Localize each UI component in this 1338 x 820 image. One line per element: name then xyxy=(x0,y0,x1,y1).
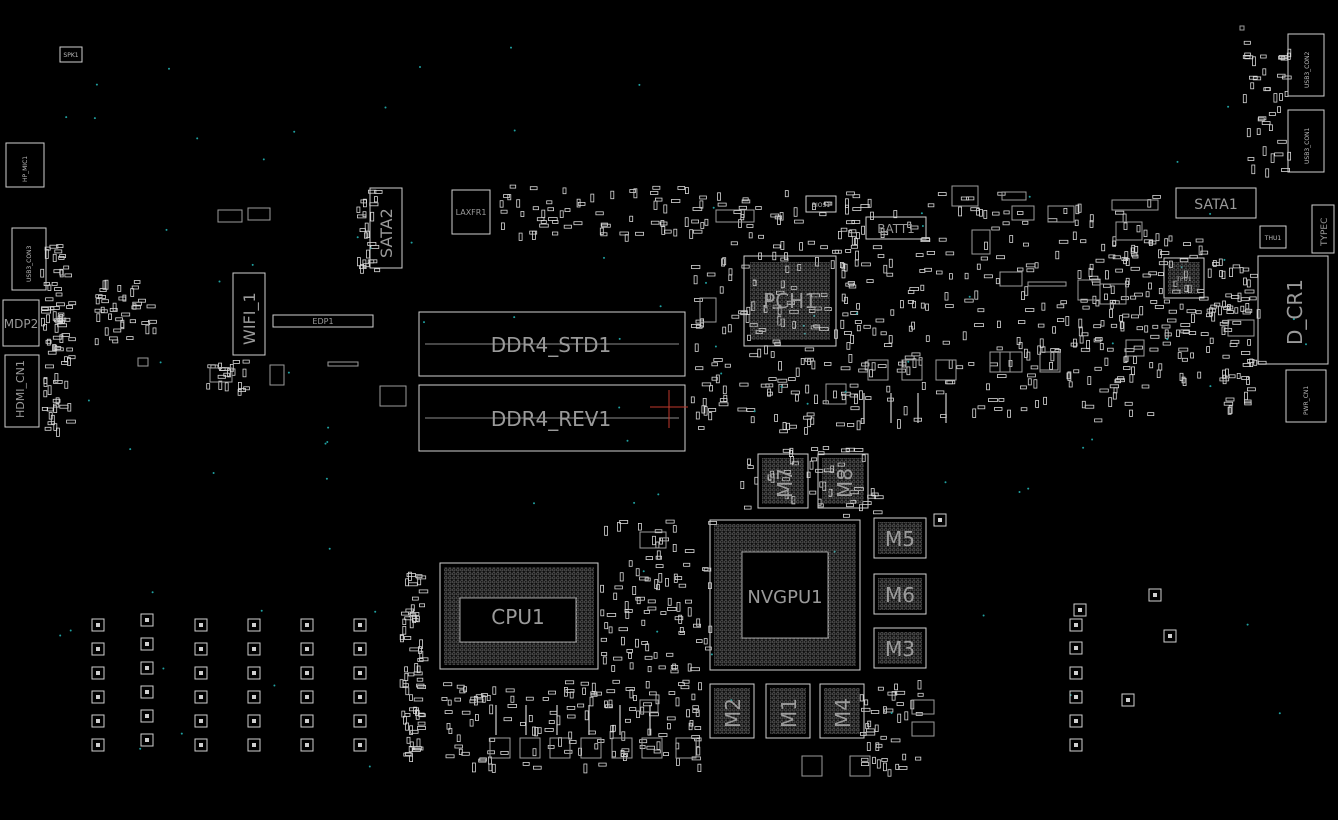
svg-text:PCH1: PCH1 xyxy=(763,289,817,313)
svg-text:SATA1: SATA1 xyxy=(1194,197,1238,213)
smd-pads xyxy=(40,40,1292,777)
card-reader[interactable]: D_CR1 xyxy=(1257,255,1329,365)
cpu-chip[interactable]: CPU1 xyxy=(439,562,599,670)
vram-m2[interactable]: M2 xyxy=(709,683,755,739)
hp-mic-connector[interactable]: HP_MIC1 xyxy=(5,142,45,188)
svg-text:USB3_CON2: USB3_CON2 xyxy=(1304,51,1311,88)
svg-text:SATA2: SATA2 xyxy=(377,208,396,258)
svg-text:BIOS1: BIOS1 xyxy=(812,202,830,209)
svg-text:TPU1: TPU1 xyxy=(1175,276,1192,283)
vram-m1[interactable]: M1 xyxy=(765,683,811,739)
usb3-con2-connector[interactable]: USB3_CON2 xyxy=(1287,33,1325,97)
thu-chip[interactable]: THU1 xyxy=(1259,225,1287,249)
mdp-connector[interactable]: MDP2 xyxy=(2,299,40,347)
sata2-connector[interactable]: SATA2 xyxy=(369,187,403,269)
usb3-con3-connector[interactable]: USB3_CON3 xyxy=(11,227,47,291)
svg-text:LAXFR1: LAXFR1 xyxy=(456,208,487,217)
vram-m7[interactable]: M7 xyxy=(757,453,809,509)
nvgpu-chip[interactable]: NVGPU1 xyxy=(709,519,861,671)
power-connector[interactable]: PWR_CN1 xyxy=(1285,369,1327,423)
svg-text:DDR4_STD1: DDR4_STD1 xyxy=(491,333,611,357)
wifi-module[interactable]: WIFI_1 xyxy=(232,272,266,356)
bios-chip[interactable]: BIOS1 xyxy=(805,195,837,213)
svg-text:EDP1: EDP1 xyxy=(312,317,333,326)
vram-m8[interactable]: M8 xyxy=(817,453,869,509)
svg-text:NVGPU1: NVGPU1 xyxy=(747,587,822,608)
mounting-pads xyxy=(91,513,1177,752)
typec-connector[interactable]: TYPEC xyxy=(1311,204,1335,254)
svg-text:M7: M7 xyxy=(773,468,797,498)
svg-text:HDMI_CN1: HDMI_CN1 xyxy=(14,360,27,418)
edp-connector[interactable]: EDP1 xyxy=(272,314,374,328)
svg-text:SPK1: SPK1 xyxy=(63,52,78,59)
vram-m4[interactable]: M4 xyxy=(819,683,865,739)
svg-text:BATT1: BATT1 xyxy=(877,222,915,236)
svg-text:MDP2: MDP2 xyxy=(4,317,38,331)
svg-text:HP_MIC1: HP_MIC1 xyxy=(22,156,29,182)
svg-text:PWR_CN1: PWR_CN1 xyxy=(1303,386,1310,415)
battery-connector[interactable]: BATT1 xyxy=(865,216,927,240)
svg-text:WIFI_1: WIFI_1 xyxy=(240,292,260,345)
svg-text:M5: M5 xyxy=(885,527,915,551)
svg-text:DDR4_REV1: DDR4_REV1 xyxy=(491,407,611,431)
svg-text:M3: M3 xyxy=(885,637,915,661)
svg-text:M8: M8 xyxy=(833,468,857,498)
ddr4-std-slot[interactable]: DDR4_STD1 xyxy=(418,311,686,377)
cursor-crosshair xyxy=(650,390,688,428)
svg-text:THU1: THU1 xyxy=(1264,235,1282,242)
vram-m5[interactable]: M5 xyxy=(873,517,927,559)
sata1-connector[interactable]: SATA1 xyxy=(1175,187,1257,219)
misc-ics xyxy=(137,25,1255,737)
tpu-chip[interactable]: TPU1 xyxy=(1163,257,1205,299)
pch-chip[interactable]: PCH1 xyxy=(743,255,837,347)
vram-m3[interactable]: M3 xyxy=(873,627,927,669)
svg-text:M6: M6 xyxy=(885,583,915,607)
usb3-con1-connector[interactable]: USB3_CON1 xyxy=(1287,109,1325,173)
ddr4-rev-slot[interactable]: DDR4_REV1 xyxy=(418,384,686,452)
svg-text:USB3_CON1: USB3_CON1 xyxy=(1304,127,1311,164)
laxfr-component[interactable]: LAXFR1 xyxy=(451,189,491,235)
svg-text:D_CR1: D_CR1 xyxy=(1283,279,1307,345)
svg-text:M1: M1 xyxy=(777,698,801,728)
svg-text:M2: M2 xyxy=(721,698,745,728)
vram-m6[interactable]: M6 xyxy=(873,573,927,615)
spk-connector[interactable]: SPK1 xyxy=(59,46,83,63)
hdmi-connector[interactable]: HDMI_CN1 xyxy=(4,354,40,428)
svg-text:TYPEC: TYPEC xyxy=(1320,218,1330,247)
svg-text:M4: M4 xyxy=(831,698,855,728)
svg-text:CPU1: CPU1 xyxy=(491,605,544,629)
svg-text:USB3_CON3: USB3_CON3 xyxy=(26,245,33,282)
